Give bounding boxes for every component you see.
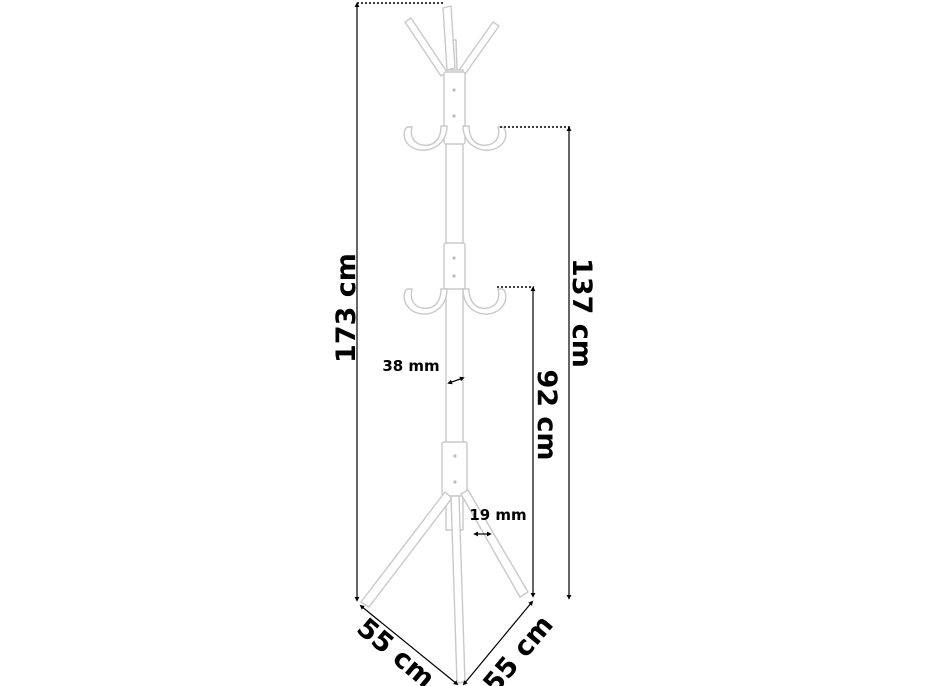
- base-right-line: [462, 600, 534, 686]
- top-right-prong: [456, 21, 500, 78]
- dimension-lines: [354, 2, 572, 686]
- total-height-label: 173 cm: [331, 253, 362, 363]
- middle-connector: [443, 242, 466, 290]
- lower-hooks-height-label: 92 cm: [531, 369, 562, 460]
- base-left-line: [359, 604, 459, 686]
- right-leg: [460, 489, 529, 598]
- lower-connector: [441, 441, 468, 497]
- top-left-prong: [404, 17, 448, 77]
- upper-right-hook: [462, 125, 507, 151]
- upper-connector: [443, 71, 466, 145]
- upper-left-hook: [403, 125, 448, 151]
- base-right-label: 55 cm: [477, 610, 559, 686]
- pole-diameter-label: 38 mm: [382, 357, 439, 375]
- middle-left-hook: [403, 288, 448, 315]
- coat-rack: [360, 5, 529, 684]
- middle-right-hook: [462, 288, 507, 315]
- leg-diameter-label: 19 mm: [469, 506, 526, 524]
- top-pole-tip: [442, 5, 456, 71]
- base-left-label: 55 cm: [351, 612, 441, 686]
- upper-hooks-height-label: 137 cm: [566, 258, 597, 368]
- left-leg: [360, 491, 453, 608]
- pole-diameter-line: [447, 376, 465, 385]
